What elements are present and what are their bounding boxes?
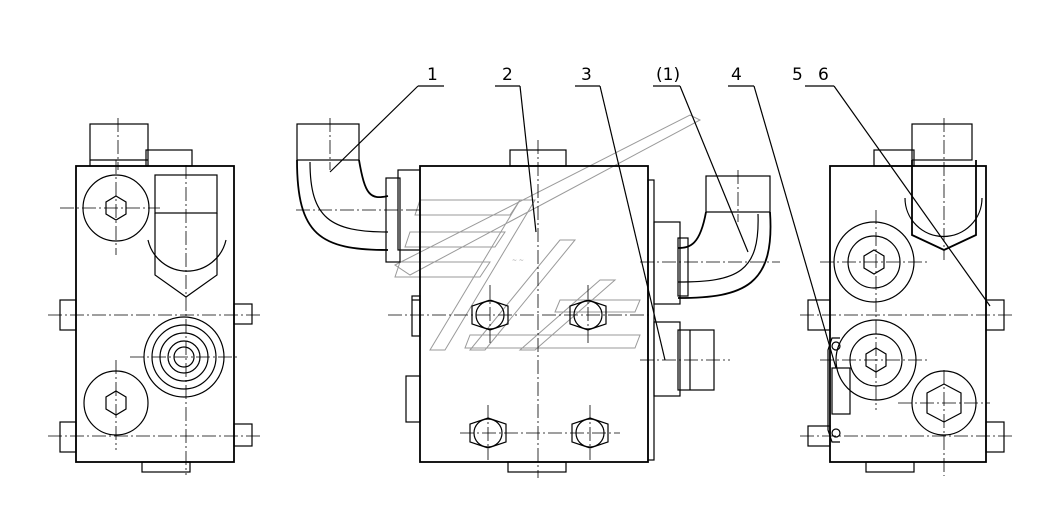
callout-label-4: 4 (731, 65, 742, 85)
callout-label-1-alt: (1) (656, 65, 680, 85)
callout-label-3: 3 (581, 65, 592, 85)
callout-label-6: 6 (818, 65, 829, 85)
svg-text:~ ~: ~ ~ (512, 257, 524, 264)
left-side-view (48, 118, 262, 475)
callout-label-5: 5 (792, 65, 803, 85)
callout-label-2: 2 (502, 65, 513, 85)
callout-leaders (329, 85, 991, 369)
watermark-logo: ~ ~ (394, 114, 702, 351)
callout-label-1: 1 (427, 65, 438, 85)
front-view (296, 118, 780, 478)
right-side-view (800, 118, 1014, 476)
